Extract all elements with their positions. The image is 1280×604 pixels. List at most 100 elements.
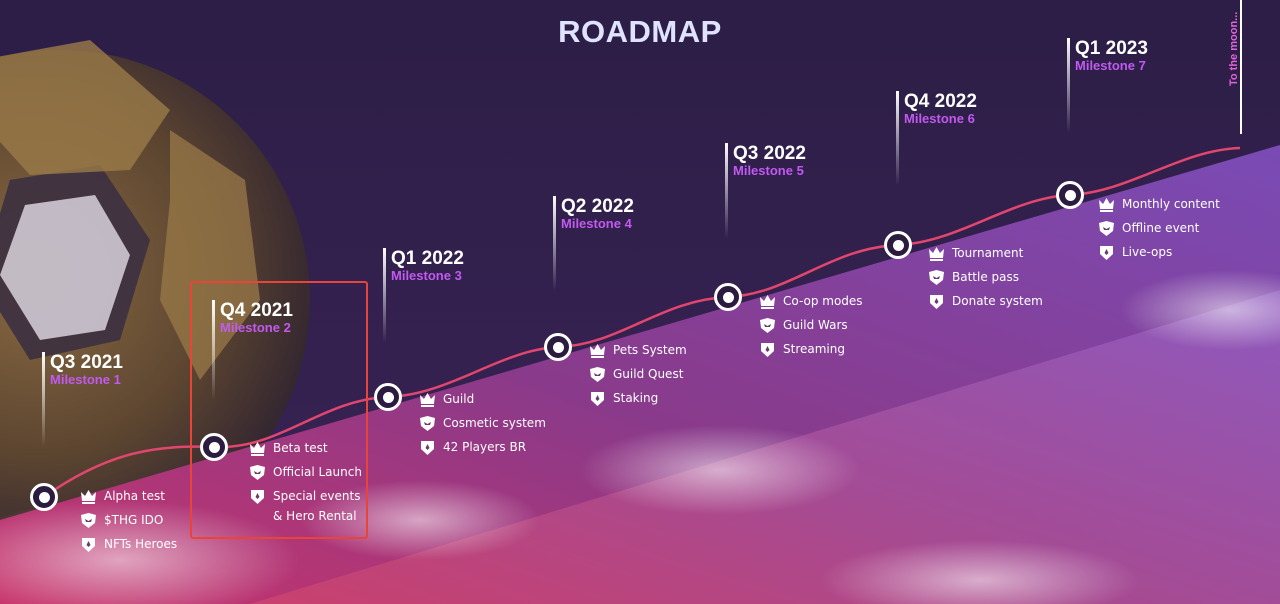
item-label: Monthly content — [1122, 197, 1220, 211]
list-item: Beta test — [249, 440, 373, 458]
item-label: NFTs Heroes — [104, 537, 178, 551]
milestone-node-2[interactable] — [200, 433, 228, 461]
item-label: Cosmetic system — [443, 416, 546, 430]
shield-icon — [249, 488, 266, 505]
item-label: Battle pass — [952, 270, 1020, 284]
list-item: Staking — [589, 390, 687, 408]
crown-icon — [419, 391, 436, 408]
item-label: Guild Wars — [783, 318, 848, 332]
item-label: Live-ops — [1122, 245, 1173, 259]
item-label: 42 Players BR — [443, 440, 527, 454]
list-item: Co-op modes — [759, 293, 863, 311]
milestone-node-7[interactable] — [1056, 181, 1084, 209]
milestone-label: Milestone 7 — [1075, 58, 1146, 73]
crown-icon — [589, 342, 606, 359]
milestone-label: Milestone 3 — [391, 268, 462, 283]
list-item: Cosmetic system — [419, 415, 546, 433]
milestone-items-1: Alpha test $THG IDO NFTs Heroes — [80, 488, 177, 560]
shield-icon — [80, 536, 97, 553]
helmet-icon — [589, 366, 606, 383]
list-item: Tournament — [928, 245, 1043, 263]
milestone-node-6[interactable] — [884, 231, 912, 259]
milestone-bar — [725, 143, 728, 238]
milestone-node-1[interactable] — [30, 483, 58, 511]
milestone-bar — [1067, 38, 1070, 133]
item-label: Pets System — [613, 343, 687, 357]
item-label: Official Launch — [273, 465, 362, 479]
milestone-quarter: Q1 2023 — [1075, 38, 1148, 59]
list-item: Offline event — [1098, 220, 1220, 238]
item-label: Alpha test — [104, 489, 165, 503]
milestone-node-4[interactable] — [544, 333, 572, 361]
milestone-bar — [896, 91, 899, 186]
moon-line — [1240, 0, 1242, 134]
list-item: NFTs Heroes — [80, 536, 177, 554]
helmet-icon — [419, 415, 436, 432]
list-item: Pets System — [589, 342, 687, 360]
shield-icon — [759, 341, 776, 358]
milestone-bar — [553, 196, 556, 291]
list-item: Guild Quest — [589, 366, 687, 384]
milestone-quarter: Q3 2022 — [733, 143, 806, 164]
crown-icon — [80, 488, 97, 505]
item-label: Tournament — [952, 246, 1024, 260]
list-item: $THG IDO — [80, 512, 177, 530]
list-item: Special events & Hero Rental — [249, 488, 373, 526]
milestone-label: Milestone 2 — [220, 320, 291, 335]
milestone-quarter: Q1 2022 — [391, 248, 464, 269]
list-item: Streaming — [759, 341, 863, 359]
list-item: Live-ops — [1098, 244, 1220, 262]
milestone-label: Milestone 5 — [733, 163, 804, 178]
milestone-quarter: Q2 2022 — [561, 196, 634, 217]
helmet-icon — [759, 317, 776, 334]
item-label: Donate system — [952, 294, 1043, 308]
shield-icon — [1098, 244, 1115, 261]
crown-icon — [759, 293, 776, 310]
milestone-bar — [42, 352, 45, 447]
milestone-quarter: Q4 2022 — [904, 91, 977, 112]
helmet-icon — [80, 512, 97, 529]
list-item: Alpha test — [80, 488, 177, 506]
milestone-quarter: Q3 2021 — [50, 352, 123, 373]
list-item: Guild — [419, 391, 546, 409]
list-item: 42 Players BR — [419, 439, 546, 457]
crown-icon — [1098, 196, 1115, 213]
list-item: Battle pass — [928, 269, 1043, 287]
milestone-quarter: Q4 2021 — [220, 300, 293, 321]
milestone-label: Milestone 1 — [50, 372, 121, 387]
milestone-bar — [383, 248, 386, 343]
milestone-node-3[interactable] — [374, 383, 402, 411]
item-label: $THG IDO — [104, 513, 164, 527]
item-label: Beta test — [273, 441, 328, 455]
shield-icon — [928, 293, 945, 310]
helmet-icon — [249, 464, 266, 481]
page-title: ROADMAP — [558, 14, 722, 49]
roadmap-path — [43, 146, 1241, 499]
helmet-icon — [928, 269, 945, 286]
list-item: Monthly content — [1098, 196, 1220, 214]
list-item: Guild Wars — [759, 317, 863, 335]
highlight-box — [190, 281, 368, 539]
item-label: Guild — [443, 392, 475, 406]
list-item: Official Launch — [249, 464, 373, 482]
moon-label: To the moon... — [1228, 11, 1240, 86]
item-label: Guild Quest — [613, 367, 684, 381]
helmet-icon — [1098, 220, 1115, 237]
item-label: Streaming — [783, 342, 845, 356]
crown-icon — [249, 440, 266, 457]
item-label: Special events & Hero Rental — [273, 489, 361, 523]
shield-icon — [419, 439, 436, 456]
item-label: Offline event — [1122, 221, 1200, 235]
milestone-label: Milestone 6 — [904, 111, 975, 126]
item-label: Co-op modes — [783, 294, 863, 308]
milestone-node-5[interactable] — [714, 283, 742, 311]
list-item: Donate system — [928, 293, 1043, 311]
item-label: Staking — [613, 391, 659, 405]
